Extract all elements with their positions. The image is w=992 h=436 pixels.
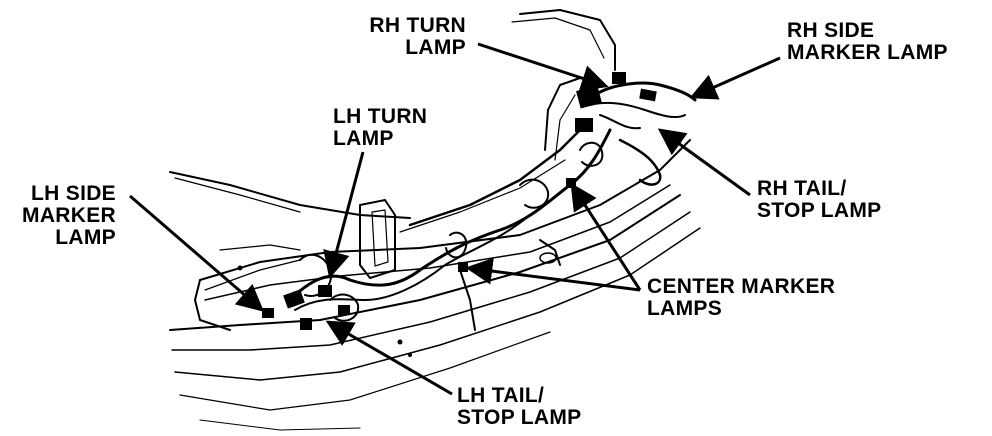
label-center-marker-lamps: CENTER MARKER LAMPS xyxy=(647,276,835,320)
label-rh-tail-stop-lamp: RH TAIL/ STOP LAMP xyxy=(757,178,881,222)
label-rh-side-marker-lamp: RH SIDE MARKER LAMP xyxy=(787,20,948,64)
label-line: MARKER xyxy=(22,204,116,227)
label-line: STOP LAMP xyxy=(457,406,582,429)
label-line: RH TAIL/ xyxy=(757,177,847,200)
label-lh-turn-lamp: LH TURN LAMP xyxy=(333,106,427,150)
leader-lh-side-marker-lamp xyxy=(129,194,265,312)
leader-rh-turn-lamp xyxy=(477,42,609,92)
leader-rh-tail-stop-lamp xyxy=(657,128,751,197)
label-line: STOP LAMP xyxy=(757,199,882,222)
label-line: LH SIDE xyxy=(31,182,116,205)
label-line: RH TURN xyxy=(369,14,466,37)
leader-center-marker-lamp-2 xyxy=(570,182,642,291)
wiring-harness xyxy=(262,72,697,330)
label-rh-turn-lamp: RH TURN LAMP xyxy=(340,15,466,59)
label-line: LH TURN xyxy=(333,105,428,128)
label-line: LAMP xyxy=(405,36,466,59)
callout-leaders xyxy=(129,42,781,396)
leader-rh-side-marker-lamp xyxy=(689,56,781,100)
label-line: LAMPS xyxy=(647,297,722,320)
label-line: RH SIDE xyxy=(787,19,875,42)
label-lh-side-marker-lamp: LH SIDE MARKER LAMP xyxy=(4,183,116,249)
leader-lh-turn-lamp xyxy=(323,151,365,279)
label-line: LAMP xyxy=(55,226,116,249)
label-line: MARKER LAMP xyxy=(787,41,948,64)
label-lh-tail-stop-lamp: LH TAIL/ STOP LAMP xyxy=(457,385,581,429)
label-line: CENTER MARKER xyxy=(647,275,836,298)
leader-lh-tail-stop-lamp xyxy=(325,320,453,396)
label-line: LAMP xyxy=(333,127,394,150)
label-line: LH TAIL/ xyxy=(457,384,545,407)
leader-center-marker-lamp-1 xyxy=(465,257,641,292)
